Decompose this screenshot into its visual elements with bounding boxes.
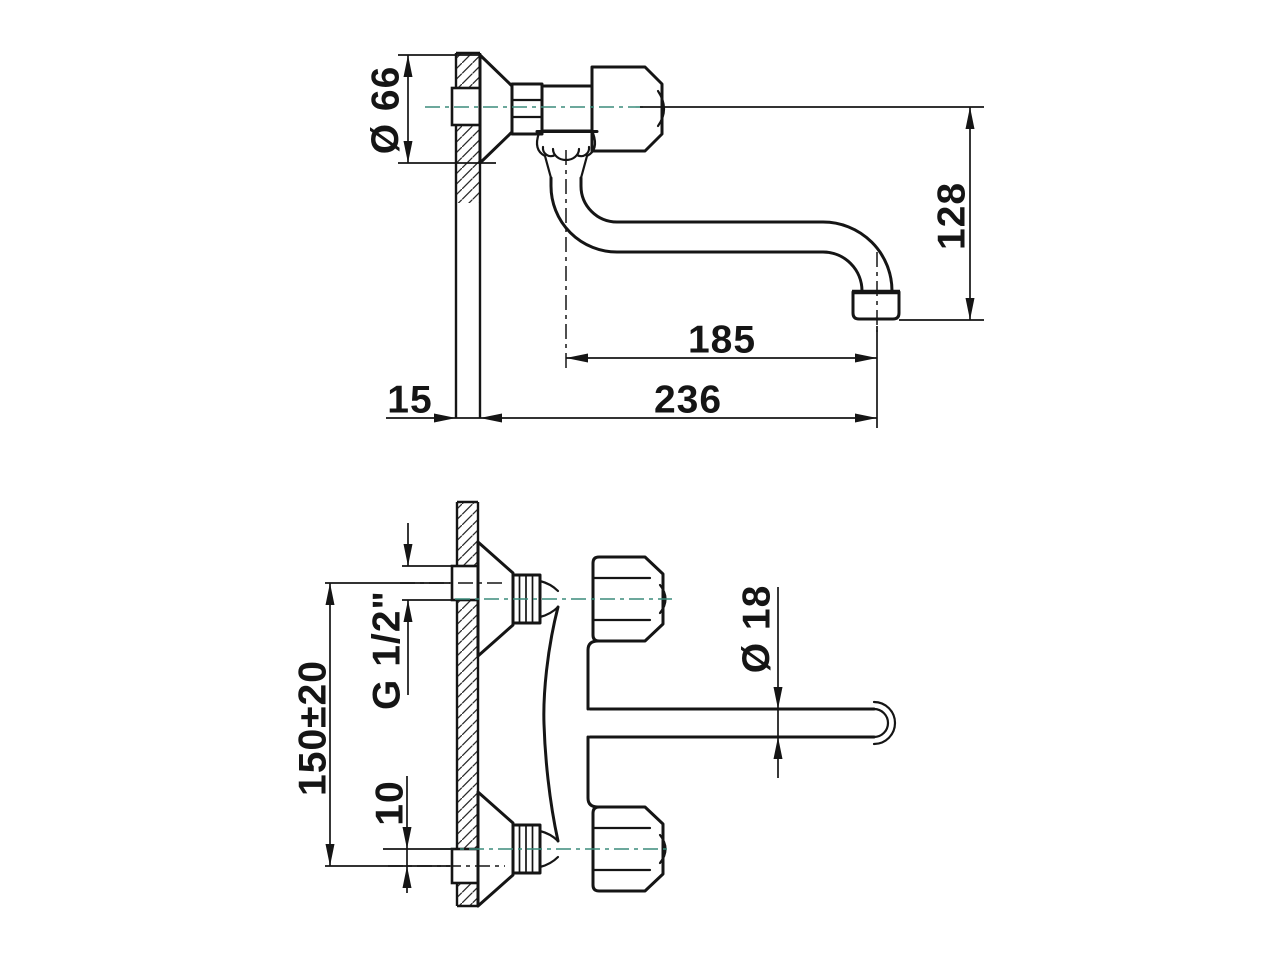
handle-cap-arc xyxy=(656,89,666,128)
dim-drop-height: 128 xyxy=(640,106,984,321)
dim-label-inlet-thread: G 1/2" xyxy=(366,590,409,710)
dim-escutcheon-diameter: Ø 66 xyxy=(365,54,496,164)
dim-label-escutcheon-diameter: Ø 66 xyxy=(365,66,408,155)
spout-housing xyxy=(535,130,599,180)
spout-tip-inner xyxy=(872,707,890,739)
faucet-body-plan xyxy=(542,605,600,843)
top-plan-view: G 1/2" 150±20 10 Ø 18 xyxy=(292,500,897,908)
inlet-stub-top xyxy=(450,564,480,602)
dim-spout-reach: 185 xyxy=(566,319,878,428)
escutcheon xyxy=(478,53,514,165)
wall-hatch-plan xyxy=(457,502,478,906)
wall-section-plan xyxy=(455,500,480,908)
wall-section xyxy=(454,51,482,418)
wall-faces-plan xyxy=(455,500,480,908)
dim-label-wall-thickness: 15 xyxy=(387,379,432,422)
dim-label-eccentric-offset: 10 xyxy=(369,780,412,825)
spout xyxy=(549,176,901,321)
handle xyxy=(590,65,666,153)
side-elevation-view: Ø 66 128 185 236 15 xyxy=(365,51,984,428)
spout-tube-plan xyxy=(588,700,897,746)
side-centerlines xyxy=(425,106,878,368)
dim-eccentric-offset: 10 xyxy=(369,776,455,893)
valve-body xyxy=(540,84,594,133)
wall-hatch xyxy=(456,53,480,203)
handle-top-plan xyxy=(591,555,667,643)
dim-label-inlet-centers: 150±20 xyxy=(292,660,335,796)
dim-label-spout-diameter: Ø 18 xyxy=(736,585,779,674)
dim-label-total-reach: 236 xyxy=(654,379,722,422)
dim-total-reach-and-wall: 236 15 xyxy=(386,379,877,423)
dim-label-drop-height: 128 xyxy=(931,182,974,250)
spout-tip-outer xyxy=(872,700,897,746)
dim-inlet-centers: 150±20 xyxy=(292,582,450,867)
spout-nozzle xyxy=(851,290,901,321)
dim-label-spout-reach: 185 xyxy=(688,319,756,362)
dim-spout-diameter: Ø 18 xyxy=(736,585,783,778)
dim-inlet-thread: G 1/2" xyxy=(366,523,452,710)
union-nut xyxy=(510,82,544,136)
escutcheon-bottom xyxy=(476,790,515,908)
